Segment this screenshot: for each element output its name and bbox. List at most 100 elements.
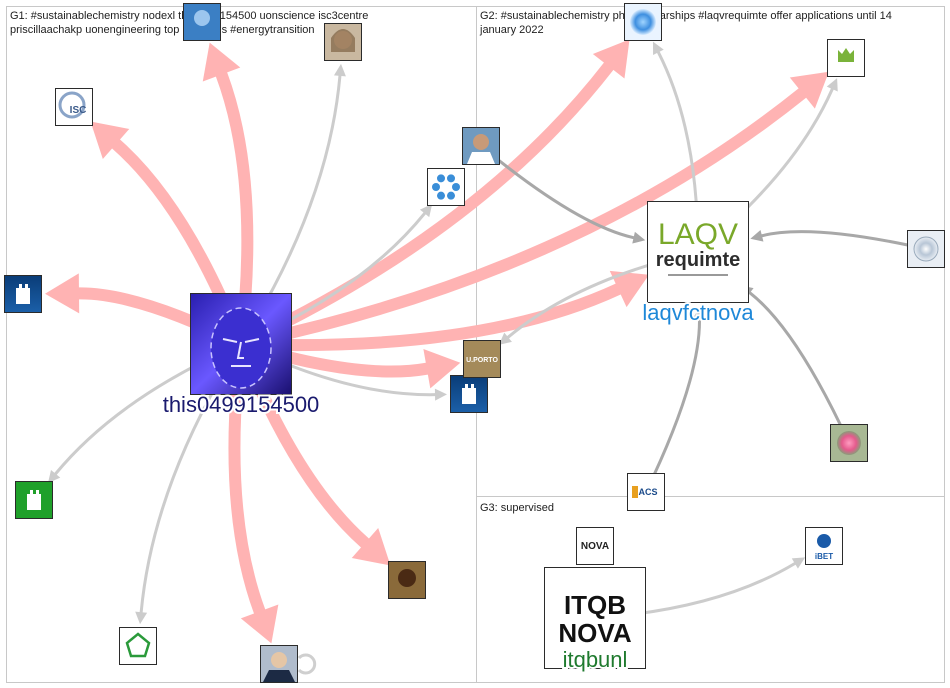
blue-orb-icon — [625, 4, 661, 40]
edge-line — [235, 60, 615, 350]
edge-arrowhead — [423, 348, 461, 389]
node-gray-orb[interactable] — [907, 230, 945, 268]
node-frame — [544, 567, 646, 669]
pentagon-logo-icon — [120, 628, 156, 664]
node-pentagon-node[interactable] — [119, 627, 157, 665]
orb-shape — [630, 9, 656, 35]
logo-text: requimte — [656, 249, 740, 271]
node-label-itqbunl: itqbunl — [563, 647, 628, 672]
woman-avatar-icon — [325, 24, 361, 60]
icon-bg — [56, 89, 92, 125]
node-uon-castle-green[interactable] — [15, 481, 53, 519]
node-frame — [119, 627, 157, 665]
isc-ring — [58, 91, 86, 119]
ibet-globe — [817, 534, 831, 548]
edge-this0499154500-to-uminho — [235, 71, 829, 350]
node-people-circle[interactable] — [427, 168, 465, 206]
icon-bg — [464, 341, 500, 377]
avatar-head — [398, 569, 416, 587]
face-shape — [210, 307, 272, 389]
edge-arrowhead — [202, 42, 241, 82]
castle-shape — [16, 284, 30, 304]
green-logo-icon — [828, 40, 864, 76]
edge-arrowhead — [693, 305, 706, 319]
group-label-g1-line2: priscillaachakp uonengineering top hasht… — [10, 24, 315, 36]
node-pink-flower[interactable] — [830, 424, 868, 462]
edge-line — [760, 230, 928, 251]
node-frame — [388, 561, 426, 599]
node-frame — [427, 168, 465, 206]
blue-avatar-icon — [184, 4, 220, 40]
logo-text: iBET — [815, 552, 833, 561]
logo-text: NOVA — [558, 618, 631, 648]
edge-arrowhead — [609, 270, 650, 308]
edge-pink-flower-to-laqvfctnova — [740, 285, 851, 445]
acs-mark — [632, 486, 638, 498]
edge-arrowhead — [351, 527, 391, 566]
edge-gray-orb-to-laqvfctnova — [750, 229, 928, 251]
nodes-layer: LAQVrequimteITQBNOVAISCU.PORTOACSNOVAiBE… — [4, 3, 945, 683]
node-label-this0499154500: this0499154500 — [163, 392, 320, 417]
icon-bg — [577, 528, 613, 564]
node-isc3centre[interactable]: ISC — [55, 88, 93, 126]
edge-arrowhead — [652, 41, 664, 56]
face-paint-avatar-icon — [191, 294, 291, 394]
node-uon-castle-center[interactable] — [450, 375, 488, 413]
node-ibet[interactable]: iBET — [805, 527, 843, 565]
node-woman-bottom[interactable] — [388, 561, 426, 599]
edge-self-loop — [297, 653, 317, 675]
node-nova[interactable]: NOVA — [576, 527, 614, 565]
node-frame — [805, 527, 843, 565]
node-frame — [647, 201, 749, 303]
logo-text: NOVA — [581, 541, 609, 552]
node-priscillaachakp[interactable] — [324, 23, 362, 61]
edge-arrowhead — [434, 388, 448, 401]
node-g1-top-avatar[interactable] — [183, 3, 221, 41]
node-man-suit[interactable] — [260, 645, 298, 683]
flower-photo-icon — [831, 425, 867, 461]
group-panel-g3 — [476, 496, 945, 683]
node-this0499154500[interactable] — [190, 293, 292, 395]
edge-arrowhead — [750, 229, 764, 242]
edge-line — [748, 291, 851, 445]
node-frame — [624, 3, 662, 41]
node-uminho[interactable] — [827, 39, 865, 77]
acs-logo-icon: ACS — [628, 474, 664, 510]
node-frame — [15, 481, 53, 519]
person-dot — [437, 191, 445, 200]
avatar-head — [473, 134, 489, 150]
edge-arrowhead — [333, 63, 346, 77]
icon-bg — [648, 202, 748, 302]
logo-text: ITQB — [564, 590, 626, 620]
node-frame — [183, 3, 221, 41]
edge-arrowhead — [826, 78, 838, 92]
avatar-head — [194, 10, 210, 26]
node-uporto[interactable]: U.PORTO — [463, 340, 501, 378]
icon-bg — [545, 568, 645, 668]
face-lines — [222, 338, 260, 367]
node-blue-orb[interactable] — [624, 3, 662, 41]
man-suit-avatar-icon — [261, 646, 297, 682]
castle-shape — [462, 384, 476, 404]
node-acs[interactable]: ACS — [627, 473, 665, 511]
edge-arrowhead — [47, 469, 61, 484]
uporto-logo-icon: U.PORTO — [464, 341, 500, 377]
castle-logo-icon — [5, 276, 41, 312]
edge-line — [644, 316, 701, 494]
edge-man-glasses-to-laqvfctnova — [479, 144, 646, 244]
edge-arrowhead — [592, 39, 630, 79]
node-frame — [4, 275, 42, 313]
castle-logo-icon — [451, 376, 487, 412]
orb-shape — [913, 236, 939, 262]
group-labels: G1: #sustainablechemistry nodexl this049… — [10, 10, 892, 514]
pentagon-shape — [125, 632, 151, 658]
edge-arrowhead — [240, 604, 279, 644]
node-uon-castle-left[interactable] — [4, 275, 42, 313]
node-frame — [627, 473, 665, 511]
node-man-glasses[interactable] — [462, 127, 500, 165]
group-label-g2-line2: january 2022 — [479, 24, 544, 36]
node-frame — [830, 424, 868, 462]
